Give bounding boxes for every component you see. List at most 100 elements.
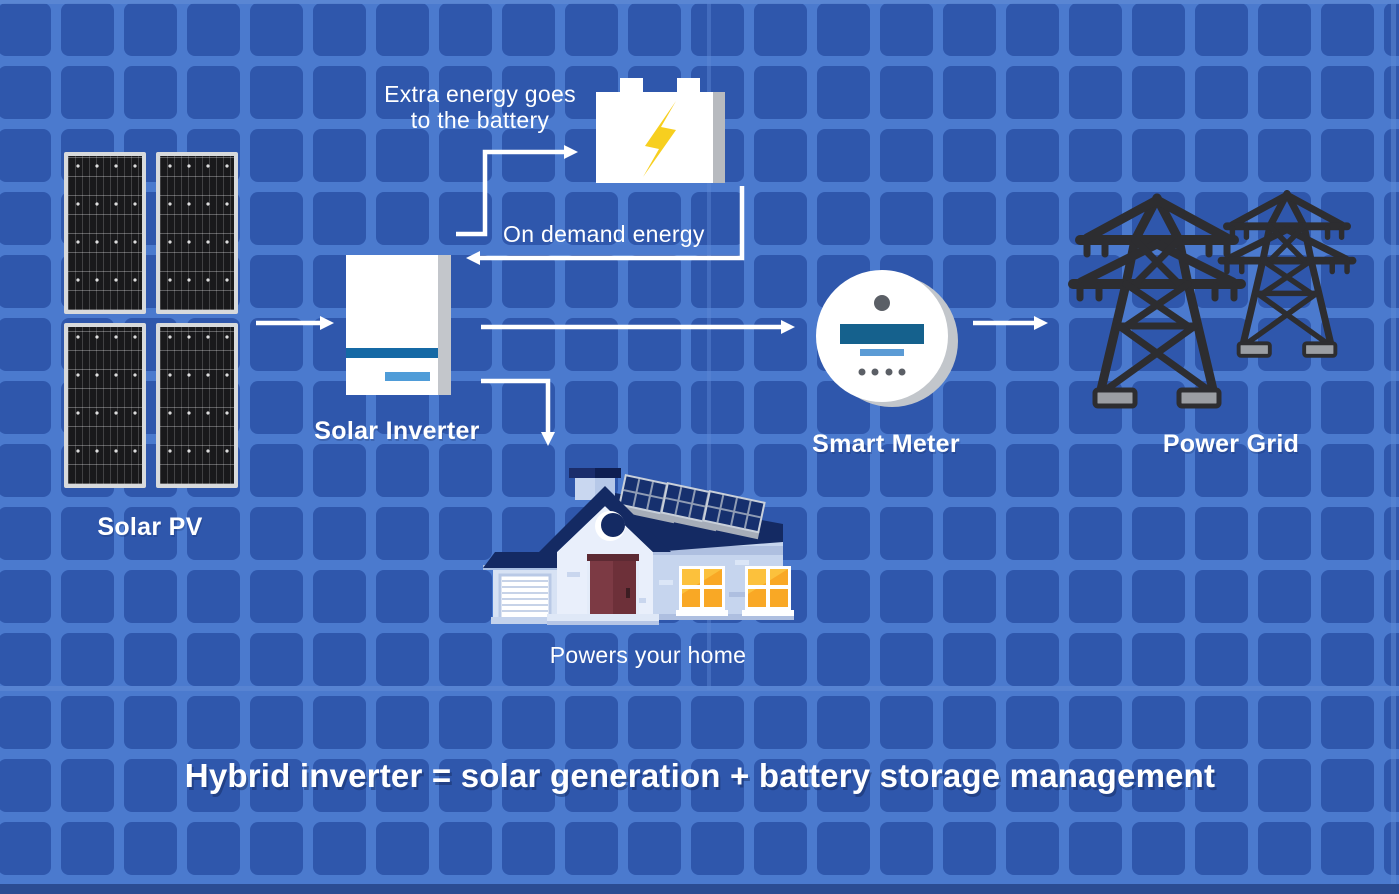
- grid-cell: [1321, 3, 1374, 56]
- grid-cell: [313, 822, 366, 875]
- grid-cell: [1258, 696, 1311, 749]
- grid-cell: [502, 3, 555, 56]
- grid-cell: [691, 255, 744, 308]
- grid-cell: [250, 381, 303, 434]
- grid-cell: [250, 633, 303, 686]
- grid-cell: [187, 696, 240, 749]
- grid-cell: [1321, 570, 1374, 623]
- grid-cell: [817, 570, 870, 623]
- grid-cell: [943, 633, 996, 686]
- grid-cell: [250, 192, 303, 245]
- grid-cell: [691, 696, 744, 749]
- grid-cell: [754, 255, 807, 308]
- grid-cell: [1321, 381, 1374, 434]
- grid-cell: [628, 192, 681, 245]
- grid-cell: [1321, 822, 1374, 875]
- grid-cell: [1195, 633, 1248, 686]
- grid-cell: [1258, 129, 1311, 182]
- grid-cell: [1321, 633, 1374, 686]
- solar-inverter-icon: [346, 255, 451, 395]
- power-grid-tower-small: [1221, 194, 1352, 356]
- grid-cell: [124, 633, 177, 686]
- grid-cell: [376, 444, 429, 497]
- grid-cell: [943, 129, 996, 182]
- grid-cell: [376, 822, 429, 875]
- grid-cell: [880, 822, 933, 875]
- grid-cell: [943, 444, 996, 497]
- power-grid-tower-large: [1073, 198, 1241, 406]
- grid-cell: [0, 381, 51, 434]
- grid-cell: [124, 507, 177, 560]
- grid-cell: [376, 129, 429, 182]
- grid-cell: [0, 570, 51, 623]
- grid-cell: [0, 759, 51, 812]
- grid-cell: [439, 570, 492, 623]
- grid-cell: [313, 129, 366, 182]
- rooftop-solar-panel-icon: [617, 474, 766, 540]
- grid-cell: [1069, 507, 1122, 560]
- grid-cell: [943, 759, 996, 812]
- grid-cell: [1321, 129, 1374, 182]
- grid-cell: [817, 822, 870, 875]
- grid-cell: [628, 822, 681, 875]
- grid-cell: [0, 696, 51, 749]
- grid-cell: [943, 507, 996, 560]
- grid-cell: [817, 759, 870, 812]
- arrow-inverter-to-battery: [456, 145, 578, 237]
- grid-cell: [1069, 633, 1122, 686]
- grid-cell: [1258, 3, 1311, 56]
- panel-seam-vertical: [707, 0, 711, 690]
- grid-cell: [1132, 129, 1185, 182]
- grid-cell: [313, 633, 366, 686]
- grid-cell: [313, 444, 366, 497]
- panel-seam-horizontal: [0, 686, 1399, 691]
- grid-cell: [943, 192, 996, 245]
- panel-seam-right: [1391, 0, 1396, 894]
- grid-cell: [943, 381, 996, 434]
- solar-pv-icon: [64, 152, 146, 314]
- grid-cell: [1258, 759, 1311, 812]
- grid-cell: [1258, 507, 1311, 560]
- grid-cell: [61, 822, 114, 875]
- headline: Hybrid inverter = solar generation + bat…: [184, 757, 1216, 794]
- grid-cell: [1195, 66, 1248, 119]
- extra-energy-caption-line2: to the battery: [410, 107, 550, 133]
- grid-cell: [502, 633, 555, 686]
- grid-cell: [1132, 381, 1185, 434]
- grid-cell: [943, 570, 996, 623]
- arrow-battery-to-inverter: [466, 186, 745, 265]
- grid-cell: [187, 66, 240, 119]
- grid-cell: [250, 696, 303, 749]
- arrow-meter-to-grid: [973, 316, 1048, 330]
- grid-cell: [565, 192, 618, 245]
- grid-cell: [313, 66, 366, 119]
- grid-cell: [1132, 822, 1185, 875]
- grid-cell: [1069, 129, 1122, 182]
- grid-cell: [565, 3, 618, 56]
- grid-cell: [187, 507, 240, 560]
- grid-cell: [880, 129, 933, 182]
- grid-cell: [1069, 444, 1122, 497]
- grid-cell: [1006, 318, 1059, 371]
- grid-cell: [250, 507, 303, 560]
- grid-cell: [502, 759, 555, 812]
- grid-cell: [1069, 570, 1122, 623]
- grid-cell: [313, 696, 366, 749]
- grid-cell: [1132, 3, 1185, 56]
- house-window-icon: [676, 566, 794, 620]
- grid-cell: [817, 3, 870, 56]
- grid-cell: [376, 3, 429, 56]
- grid-cell: [691, 381, 744, 434]
- grid-cell: [1321, 66, 1374, 119]
- solar-pv-label: Solar PV: [97, 513, 203, 541]
- grid-cell: [439, 633, 492, 686]
- grid-cell: [61, 507, 114, 560]
- grid-cell: [1132, 507, 1185, 560]
- grid-cell: [376, 570, 429, 623]
- grid-cell: [187, 822, 240, 875]
- grid-cell: [376, 66, 429, 119]
- grid-cell: [1069, 759, 1122, 812]
- grid-cell: [628, 759, 681, 812]
- grid-cell: [880, 759, 933, 812]
- grid-cell: [691, 3, 744, 56]
